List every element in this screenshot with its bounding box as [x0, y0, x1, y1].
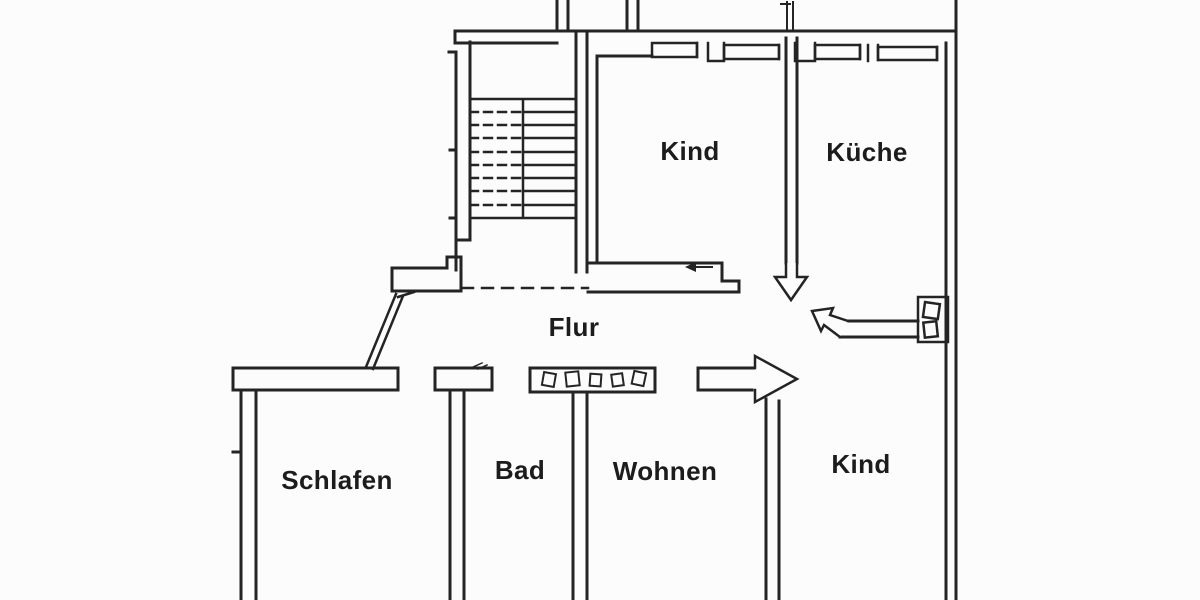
room-label-bad: Bad [495, 455, 545, 485]
hook-5 [630, 369, 648, 388]
bad-wohnen-divider-wall [571, 390, 589, 600]
room-label-kind-top: Kind [660, 136, 719, 166]
hook-1 [540, 370, 558, 389]
stair-treads-solid [521, 110, 578, 207]
door-swing-arrow-down-icon [772, 261, 810, 303]
wardrobe-hooks-strip [528, 366, 657, 394]
room-label-kueche: Küche [826, 137, 907, 167]
room-label-wohnen: Wohnen [613, 456, 717, 486]
bad-north-wall [433, 366, 494, 392]
hook-2 [564, 370, 581, 388]
staircase [447, 31, 599, 274]
kind-kueche-divider-wall [784, 36, 799, 265]
meter-box-cell-2 [921, 319, 940, 339]
entry-door-arrow-icon [810, 306, 850, 339]
top-outer-wall [453, 29, 958, 58]
meter-box-cell-1 [921, 300, 942, 321]
window-piers [695, 41, 939, 63]
schlafen-north-wall [231, 366, 400, 392]
room-label-kind-bottom: Kind [831, 449, 890, 479]
bay-walls [555, 0, 640, 33]
kind-top-south-wall [586, 261, 741, 294]
wall-stub [780, 1, 794, 32]
plan-ink [231, 0, 958, 600]
meter-box [916, 295, 950, 344]
kueche-south-wall [838, 319, 920, 339]
stair-outline [468, 97, 578, 220]
bad-west-wall [448, 388, 466, 600]
wohnen-north-wall [696, 366, 757, 392]
door-swing-arrow-right-icon [753, 353, 800, 405]
room-labels: Kind Küche Flur Schlafen Bad Wohnen Kind [281, 136, 907, 495]
bad-north-wall-tick [472, 362, 488, 370]
stair-treads-dashed [468, 110, 525, 207]
room-label-flur: Flur [549, 312, 600, 342]
entry-door-leaf [364, 290, 416, 371]
hook-3 [588, 372, 603, 388]
door-arrow-left-icon [685, 262, 713, 272]
right-outer-wall [944, 0, 958, 600]
schlafen-west-wall [231, 388, 258, 600]
flur-north-wall-left [390, 255, 463, 293]
hook-4 [610, 372, 625, 388]
wohnen-kind-divider-wall [764, 397, 781, 600]
room-label-schlafen: Schlafen [281, 465, 393, 495]
